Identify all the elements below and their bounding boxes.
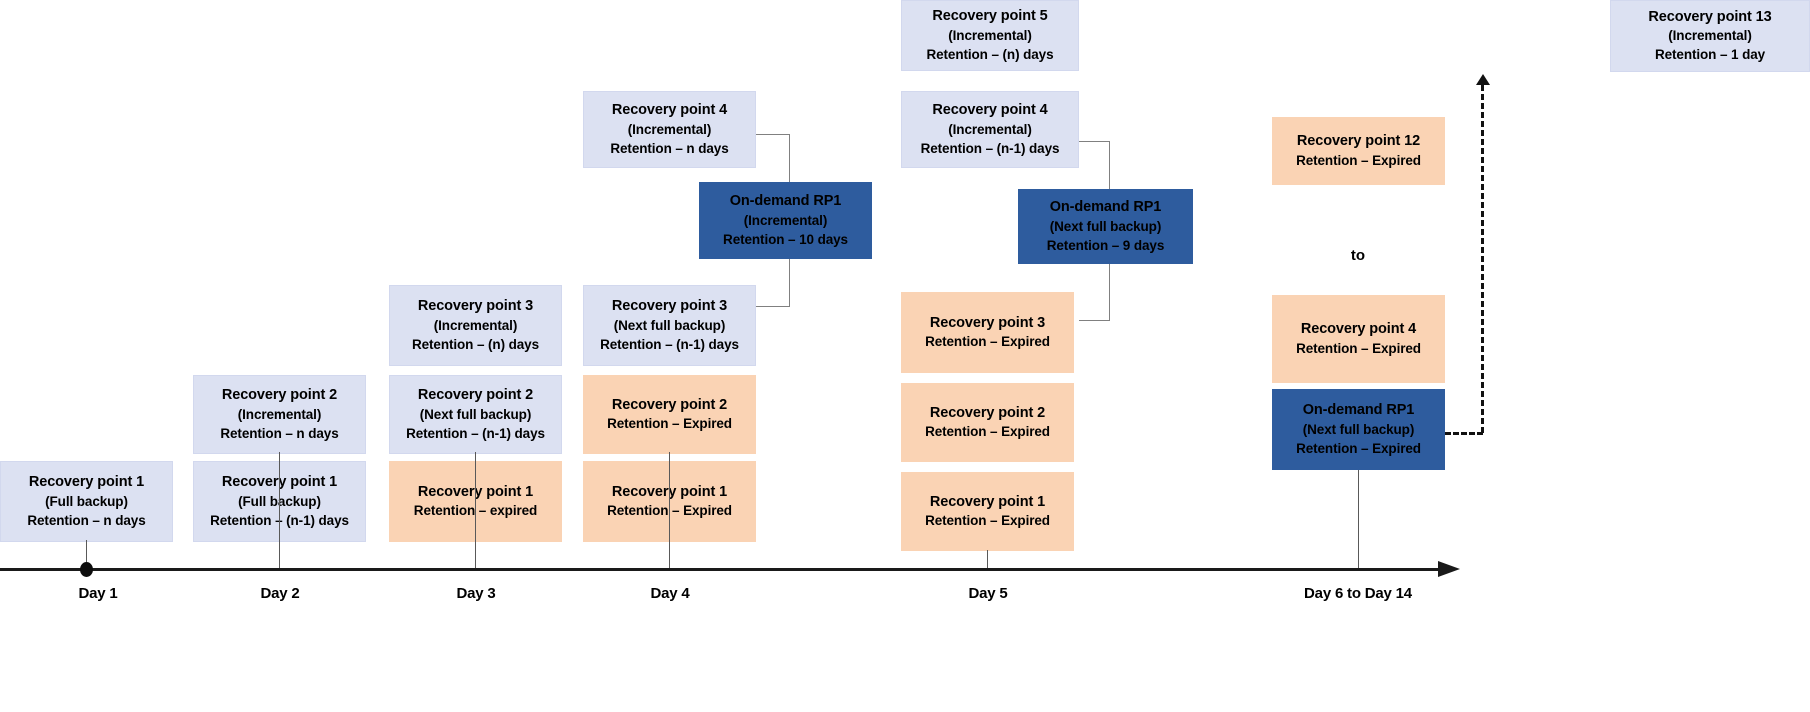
rp-box-day5-on-demand-rp1[interactable]: On-demand RP1 (Next full backup) Retenti… xyxy=(1018,189,1193,264)
rp-retention: Retention – n days xyxy=(27,512,146,528)
rp-name: On-demand RP1 xyxy=(729,193,842,210)
rp-retention: Retention – Expired xyxy=(607,416,732,432)
rp-box-day6to14-recovery-point-12[interactable]: Recovery point 12 Retention – Expired xyxy=(1272,117,1445,185)
rp-name: Recovery point 4 xyxy=(932,102,1048,119)
rp-type: (Incremental) xyxy=(743,212,828,228)
rp-name: Recovery point 3 xyxy=(417,298,534,315)
connector-day5-top-horizontal xyxy=(1079,141,1110,142)
rp-box-day5-recovery-point-4[interactable]: Recovery point 4 (Incremental) Retention… xyxy=(901,91,1079,168)
rp-name: Recovery point 2 xyxy=(929,404,1046,421)
tick-day-2 xyxy=(279,452,280,569)
rp-box-day5-recovery-point-5[interactable]: Recovery point 5 (Incremental) Retention… xyxy=(901,0,1079,71)
rp-name: Recovery point 5 xyxy=(932,8,1048,25)
tick-day-1 xyxy=(86,540,87,569)
axis-label-day-6-to-14: Day 6 to Day 14 xyxy=(1304,585,1412,602)
rp-box-day2-recovery-point-2[interactable]: Recovery point 2 (Incremental) Retention… xyxy=(193,375,366,454)
rp-retention: Retention – (n-1) days xyxy=(600,336,739,352)
rp-retention: Retention – Expired xyxy=(925,334,1050,350)
rp-box-day6to14-on-demand-rp1[interactable]: On-demand RP1 (Next full backup) Retenti… xyxy=(1272,389,1445,470)
rp-retention: Retention – (n) days xyxy=(926,46,1054,62)
rp-name: Recovery point 12 xyxy=(1296,133,1421,150)
rp-retention: Retention – 10 days xyxy=(723,231,848,247)
rp-retention: Retention – Expired xyxy=(925,424,1050,440)
rp-box-day4-on-demand-rp1[interactable]: On-demand RP1 (Incremental) Retention – … xyxy=(699,182,872,259)
rp-type: (Next full backup) xyxy=(613,317,726,333)
rp-name: Recovery point 3 xyxy=(611,298,728,315)
rp-retention: Retention – Expired xyxy=(1296,152,1421,168)
rp-box-day5-recovery-point-3[interactable]: Recovery point 3 Retention – Expired xyxy=(901,292,1074,373)
rp-box-day5-recovery-point-1[interactable]: Recovery point 1 Retention – Expired xyxy=(901,472,1074,551)
dashed-connector-vertical xyxy=(1481,85,1484,433)
dashed-connector-horizontal xyxy=(1445,432,1483,435)
axis-label-day-2: Day 2 xyxy=(260,585,300,602)
axis-label-day-1: Day 1 xyxy=(78,585,118,602)
timeline-arrowhead xyxy=(1438,561,1460,577)
rp-type: (Incremental) xyxy=(627,121,712,137)
connector-day4-bottom-horizontal xyxy=(756,306,790,307)
rp-box-day4-recovery-point-2[interactable]: Recovery point 2 Retention – Expired xyxy=(583,375,756,454)
rp-type: (Next full backup) xyxy=(1302,421,1415,437)
rp-box-day6to14-recovery-point-4[interactable]: Recovery point 4 Retention – Expired xyxy=(1272,295,1445,383)
timeline-axis xyxy=(0,568,1440,571)
rp-type: (Incremental) xyxy=(433,317,518,333)
rp-name: Recovery point 1 xyxy=(28,474,145,491)
rp-type: (Incremental) xyxy=(948,27,1032,43)
axis-label-day-5: Day 5 xyxy=(968,585,1008,602)
rp-name: Recovery point 2 xyxy=(417,387,534,404)
rp-type: (Next full backup) xyxy=(419,406,532,422)
rp-retention: Retention – (n) days xyxy=(411,336,539,352)
rp-retention: Retention – (n-1) days xyxy=(406,425,545,441)
timeline-origin-dot xyxy=(80,562,93,577)
to-label: to xyxy=(1350,247,1366,264)
rp-retention: Retention – n days xyxy=(610,140,729,156)
rp-name: Recovery point 4 xyxy=(611,102,728,119)
rp-retention: Retention – Expired xyxy=(1296,340,1421,356)
rp-name: Recovery point 3 xyxy=(929,314,1046,331)
rp-type: (Full backup) xyxy=(45,493,128,509)
rp-name: Recovery point 13 xyxy=(1648,8,1772,25)
rp-retention: Retention – (n-1) days xyxy=(920,140,1060,156)
connector-day5-bottom-horizontal xyxy=(1079,320,1110,321)
rp-box-day4-recovery-point-3[interactable]: Recovery point 3 (Next full backup) Rete… xyxy=(583,285,756,366)
tick-day-3 xyxy=(475,452,476,569)
rp-name: Recovery point 2 xyxy=(221,387,338,404)
rp-type: (Incremental) xyxy=(237,406,322,422)
rp-type: (Incremental) xyxy=(1668,28,1752,44)
rp-box-day6to14-recovery-point-13[interactable]: Recovery point 13 (Incremental) Retentio… xyxy=(1610,0,1810,72)
tick-day-6-to-14 xyxy=(1358,470,1359,569)
rp-name: On-demand RP1 xyxy=(1302,402,1415,419)
rp-retention: Retention – 9 days xyxy=(1046,237,1165,253)
rp-box-day4-recovery-point-4[interactable]: Recovery point 4 (Incremental) Retention… xyxy=(583,91,756,168)
dashed-connector-arrowhead xyxy=(1476,74,1490,85)
axis-label-day-4: Day 4 xyxy=(650,585,690,602)
rp-box-day3-recovery-point-3[interactable]: Recovery point 3 (Incremental) Retention… xyxy=(389,285,562,366)
rp-box-day1-recovery-point-1[interactable]: Recovery point 1 (Full backup) Retention… xyxy=(0,461,173,542)
rp-retention: Retention – Expired xyxy=(1296,440,1421,456)
connector-day4-top-horizontal xyxy=(756,134,790,135)
rp-type: (Incremental) xyxy=(948,121,1032,137)
rp-name: On-demand RP1 xyxy=(1049,199,1162,216)
rp-name: Recovery point 4 xyxy=(1300,321,1417,338)
rp-type: (Next full backup) xyxy=(1049,218,1162,234)
rp-name: Recovery point 1 xyxy=(929,493,1046,510)
axis-label-day-3: Day 3 xyxy=(456,585,496,602)
rp-name: Recovery point 2 xyxy=(611,396,728,413)
tick-day-4 xyxy=(669,452,670,569)
rp-retention: Retention – Expired xyxy=(925,513,1050,529)
rp-retention: Retention – 1 day xyxy=(1654,47,1766,63)
tick-day-5 xyxy=(987,550,988,569)
rp-box-day3-recovery-point-2[interactable]: Recovery point 2 (Next full backup) Rete… xyxy=(389,375,562,454)
rp-retention: Retention – n days xyxy=(220,425,339,441)
rp-box-day5-recovery-point-2[interactable]: Recovery point 2 Retention – Expired xyxy=(901,383,1074,462)
